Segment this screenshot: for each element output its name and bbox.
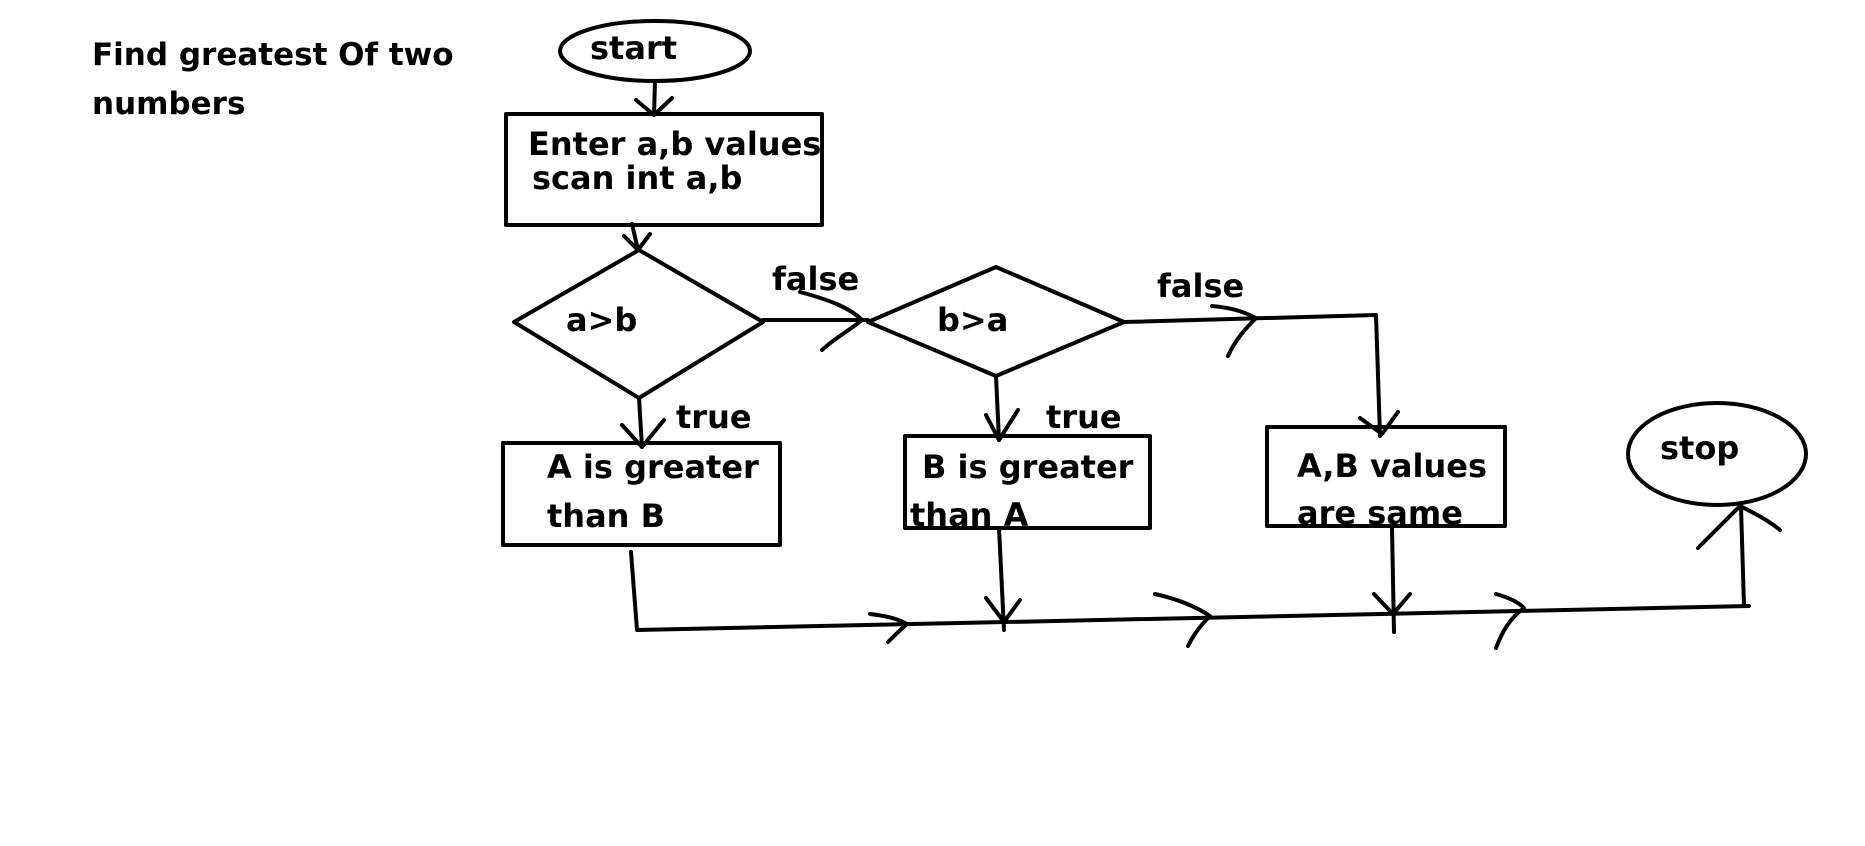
arrow-decision2-false <box>1122 313 1382 438</box>
diagram-title-line2: numbers <box>92 86 245 122</box>
arrowhead-drop-b <box>984 596 1022 624</box>
input-label-line2: scan int a,b <box>532 159 742 197</box>
input-process-box <box>504 112 824 227</box>
result-same-line2: are same <box>1297 494 1463 532</box>
diagram-title-line1: Find greatest Of two <box>92 37 454 73</box>
stop-terminal <box>1626 401 1808 507</box>
arrow-to-stop <box>1739 505 1746 608</box>
arrowhead-to-stop <box>1696 504 1782 550</box>
arrowhead-decision2-true <box>984 408 1020 442</box>
result-a-greater-box <box>501 441 782 547</box>
arrowhead-drop-same <box>1372 592 1412 616</box>
arrowhead-decision2-false-horizontal <box>1210 304 1258 358</box>
arrowhead-collector-2 <box>1153 592 1212 648</box>
result-same-line1: A,B values <box>1297 447 1487 485</box>
result-b-greater-box <box>903 434 1152 530</box>
arrowhead-decision2-false-down <box>1358 410 1400 436</box>
result-b-line2: than A <box>910 496 1029 534</box>
decision2-false-label: false <box>1157 267 1244 305</box>
arrow-decision1-true <box>637 396 644 449</box>
arrowhead-decision1-false <box>798 290 864 352</box>
drop-from-box-b <box>997 526 1006 632</box>
result-a-line1: A is greater <box>547 448 759 486</box>
decision2-label: b>a <box>937 301 1008 339</box>
input-label-line1: Enter a,b values <box>528 125 821 163</box>
result-a-line2: than B <box>547 497 665 535</box>
arrowhead-collector-3 <box>1494 592 1526 650</box>
decision2-true-label: true <box>1046 398 1122 436</box>
result-same-box <box>1265 425 1507 528</box>
arrow-start-to-input <box>652 79 657 117</box>
arrowhead-collector-1 <box>868 612 909 644</box>
arrowhead-decision1-true <box>620 418 666 449</box>
arrow-decision2-true <box>994 374 1001 442</box>
decision1-false-label: false <box>772 260 859 298</box>
result-b-line1: B is greater <box>922 448 1134 486</box>
start-label: start <box>590 29 677 67</box>
decision1-diamond <box>512 248 765 400</box>
decision1-label: a>b <box>566 301 637 339</box>
drop-from-same-box <box>1390 526 1396 634</box>
arrow-input-to-decision1 <box>630 222 640 252</box>
collector-line <box>629 550 1751 632</box>
decision1-true-label: true <box>676 398 752 436</box>
stop-label: stop <box>1660 429 1739 467</box>
